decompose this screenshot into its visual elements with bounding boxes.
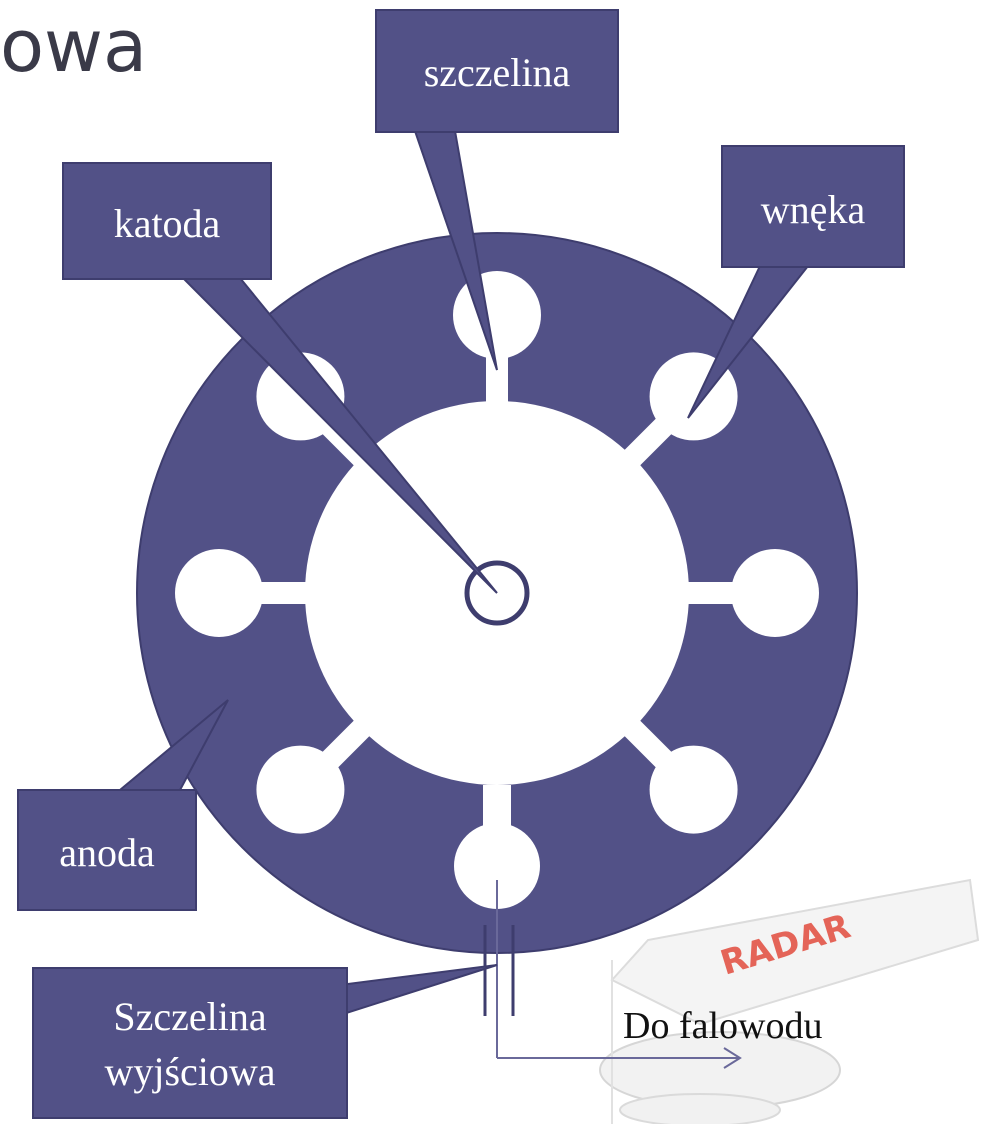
cavity-bottom xyxy=(454,823,540,909)
callout-output-slot: Szczelina wyjściowa xyxy=(32,964,498,1119)
cavity-hole xyxy=(175,549,263,637)
output-coupling xyxy=(483,880,742,1069)
callout-wneka: wnęka xyxy=(687,145,905,419)
label-wneka: wnęka xyxy=(761,187,866,232)
label-katoda: katoda xyxy=(114,201,221,246)
label-output-slot-line2: wyjściowa xyxy=(104,1049,275,1094)
label-output-slot-line1: Szczelina xyxy=(113,994,266,1039)
callout-katoda: katoda xyxy=(62,162,498,594)
cavity-hole xyxy=(731,549,819,637)
label-waveguide: Do falowodu xyxy=(623,1005,822,1047)
label-szczelina: szczelina xyxy=(424,50,571,95)
callout-szczelina: szczelina xyxy=(375,9,619,371)
cavity-hole xyxy=(453,271,541,359)
slide-title-fragment: owa xyxy=(0,4,148,88)
radar-logo: RADAR xyxy=(599,878,980,1124)
callout-anoda: anoda xyxy=(17,699,229,911)
label-anoda: anoda xyxy=(59,830,155,875)
cavity-hole xyxy=(649,745,738,834)
cavity-hole xyxy=(256,745,345,834)
